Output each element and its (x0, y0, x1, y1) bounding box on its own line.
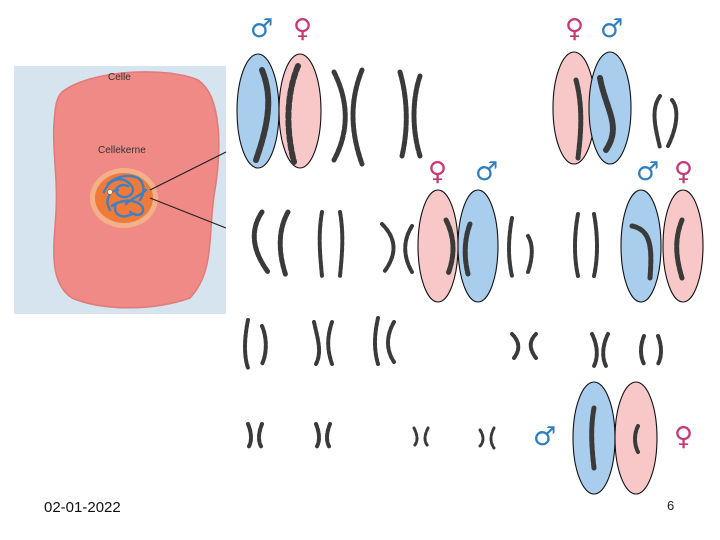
chromosome (528, 332, 538, 360)
chromosome (380, 222, 396, 274)
chromosome (251, 209, 271, 275)
pointer-line-bottom (149, 197, 227, 229)
male-symbol: ♂ (250, 14, 274, 44)
chromosome (325, 422, 332, 450)
chromosome (246, 422, 253, 450)
chromosome (403, 224, 414, 274)
chromosome (338, 210, 345, 278)
chromosome (601, 332, 610, 368)
chromosome (573, 77, 584, 161)
chromosome (423, 426, 430, 448)
pointer-line-top (149, 151, 227, 191)
female-symbol: ♀ (674, 422, 694, 452)
chromosome (443, 217, 456, 277)
chromosome (462, 221, 473, 277)
chromosome (314, 422, 321, 450)
footer-date: 02-01-2022 (44, 499, 121, 516)
chromosome (510, 332, 521, 360)
chromosome (639, 334, 646, 366)
chromosome (590, 332, 599, 368)
male-symbol: ♂ (533, 422, 557, 452)
page-number: 6 (667, 498, 675, 513)
chromosome-group (243, 63, 685, 471)
chromosome (285, 63, 301, 165)
chromosome (253, 67, 272, 163)
chromosome (350, 67, 365, 167)
chromosome (260, 324, 268, 366)
male-symbol: ♂ (475, 157, 499, 187)
female-symbol: ♀ (293, 14, 313, 44)
chromosome (326, 320, 334, 366)
chromosome (592, 212, 599, 278)
chromosome (257, 422, 264, 450)
chromosome (331, 69, 348, 163)
chromosome (656, 334, 663, 366)
female-symbol: ♀ (674, 157, 694, 187)
chromosome (633, 424, 640, 454)
chromosome (478, 428, 485, 448)
chromosome (507, 216, 514, 278)
chromosome (312, 320, 322, 366)
chromosome (317, 210, 324, 278)
chromosome (373, 316, 380, 366)
chromosome (277, 209, 291, 279)
female-oval (662, 189, 704, 303)
female-oval (278, 53, 322, 169)
nucleolus (107, 189, 113, 195)
chromosome (573, 212, 580, 278)
cell-label: Celle (108, 72, 131, 83)
chromosome (411, 73, 423, 159)
chromosome (243, 318, 250, 370)
chromosome (489, 426, 496, 450)
chromosome (526, 234, 534, 274)
female-symbol: ♀ (428, 157, 448, 187)
chromosome (629, 223, 654, 281)
chromosome (674, 217, 685, 281)
male-oval (620, 189, 662, 303)
male-symbol: ♂ (600, 14, 624, 44)
chromosome (589, 405, 597, 471)
chromosome (386, 320, 396, 364)
nucleus-label: Cellekerne (98, 145, 146, 156)
chromosome (412, 426, 419, 448)
chromatin (102, 174, 148, 218)
chromosome (397, 69, 409, 159)
chromosome (666, 98, 679, 148)
chromosome (652, 94, 662, 150)
chromosome (597, 75, 616, 153)
female-symbol: ♀ (565, 14, 585, 44)
male-symbol: ♂ (636, 157, 660, 187)
